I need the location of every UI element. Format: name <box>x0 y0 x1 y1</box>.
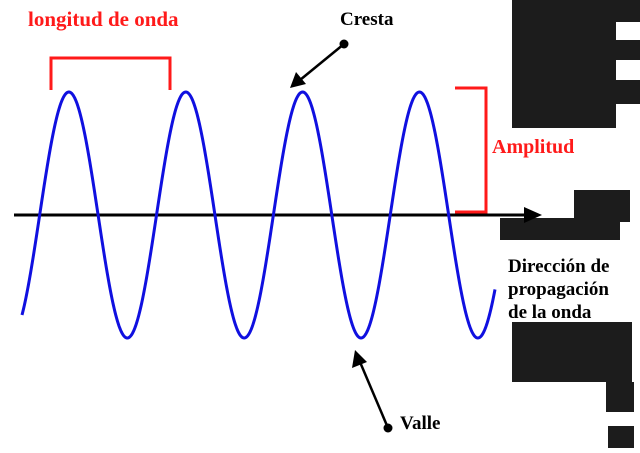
propagation-direction-line-1: Dirección de <box>508 256 610 277</box>
propagation-direction-label: Dirección de propagación de la onda <box>508 255 610 324</box>
dark-panel-mid <box>574 190 630 222</box>
trough-pointer-arrowhead <box>352 350 367 368</box>
amplitude-bracket <box>455 86 488 214</box>
propagation-axis <box>14 207 542 223</box>
dark-panel-top <box>512 0 616 128</box>
sine-wave <box>20 90 497 340</box>
trough-pointer-dot <box>383 423 393 433</box>
dark-panel-bottom-right <box>606 382 634 412</box>
crest-pointer <box>290 39 349 88</box>
amplitude-bracket-line <box>455 86 488 214</box>
wavelength-bracket-line <box>49 56 172 90</box>
dark-panel-bottom-right-2 <box>608 426 634 448</box>
crest-pointer-dot <box>339 39 349 49</box>
wavelength-bracket <box>49 56 172 90</box>
dark-panel-right-2 <box>612 80 640 104</box>
amplitude-label: Amplitud <box>492 136 575 158</box>
trough-pointer <box>352 350 393 433</box>
trough-pointer-line <box>358 361 390 429</box>
dark-panel-bottom <box>512 322 632 382</box>
dark-panel-mid-2 <box>500 218 620 240</box>
crest-pointer-arrowhead <box>290 72 306 88</box>
wavelength-label: longitud de onda <box>28 7 179 31</box>
axis-arrowhead <box>524 207 542 223</box>
propagation-direction-line-2: propagación <box>508 279 610 300</box>
dark-panels <box>500 0 640 448</box>
trough-label: Valle <box>400 413 441 434</box>
propagation-direction-line-3: de la onda <box>508 302 592 323</box>
dark-panel-right-1 <box>616 40 640 60</box>
crest-pointer-line <box>299 43 345 81</box>
dark-panel-strip-top <box>616 0 640 22</box>
crest-label: Cresta <box>340 9 394 30</box>
